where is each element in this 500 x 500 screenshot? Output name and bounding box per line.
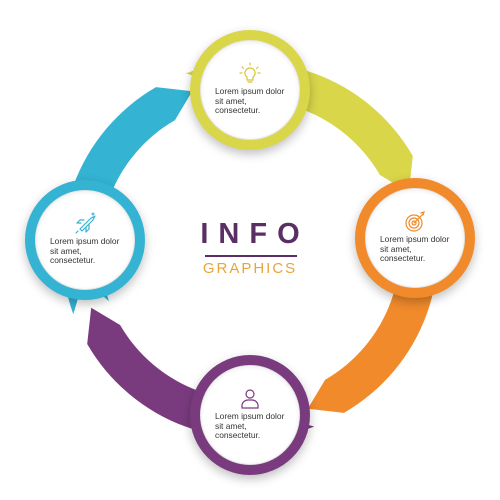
node-right: Lorem ipsum dolor sit amet, consectetur. [355,178,475,298]
node-right-text: Lorem ipsum dolor sit amet, consectetur. [380,234,450,264]
node-bottom-card: Lorem ipsum dolor sit amet, consectetur. [200,365,300,465]
target-icon [405,211,425,232]
node-bottom-text: Lorem ipsum dolor sit amet, consectetur. [215,411,285,441]
node-top-card: Lorem ipsum dolor sit amet, consectetur. [200,40,300,140]
title-underline [205,255,297,257]
node-top: Lorem ipsum dolor sit amet, consectetur. [190,30,310,150]
center-title: INFO [200,218,310,250]
center-subtitle: GRAPHICS [202,260,298,277]
node-top-text: Lorem ipsum dolor sit amet, consectetur. [215,86,285,116]
node-left: Lorem ipsum dolor sit amet, consectetur. [25,180,145,300]
node-left-card: Lorem ipsum dolor sit amet, consectetur. [35,190,135,290]
node-right-card: Lorem ipsum dolor sit amet, consectetur. [365,188,465,288]
node-bottom: Lorem ipsum dolor sit amet, consectetur. [190,355,310,475]
user-icon [241,389,259,409]
rocket-icon [75,212,96,234]
lightbulb-icon [239,62,261,83]
node-left-text: Lorem ipsum dolor sit amet, consectetur. [50,236,120,266]
